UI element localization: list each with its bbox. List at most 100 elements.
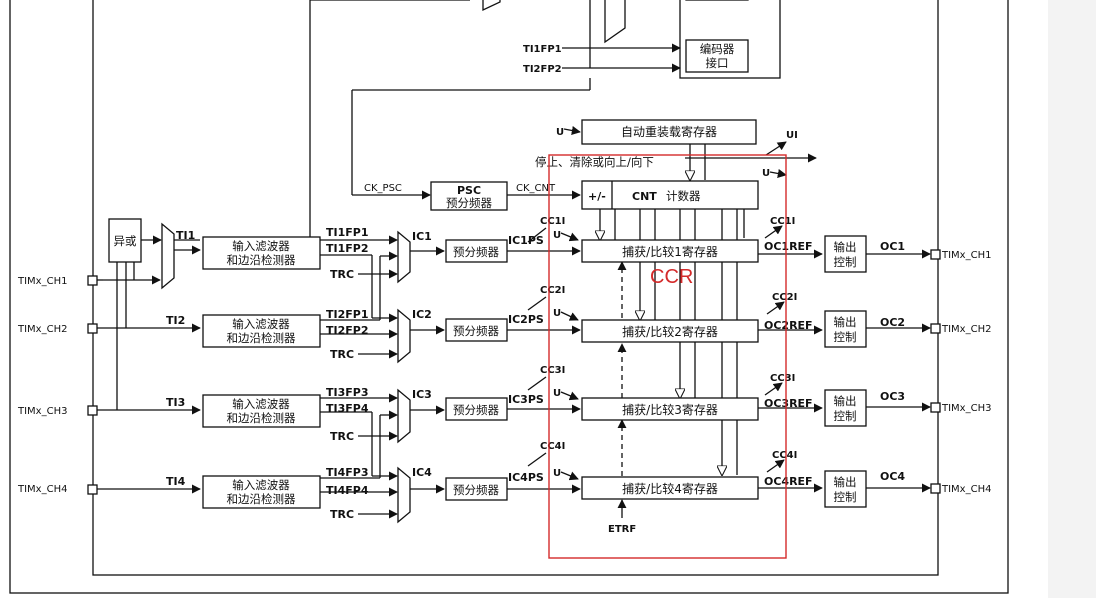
out-label-1a: 输出 bbox=[834, 240, 857, 254]
filter-box-2 bbox=[202, 314, 321, 348]
out-pin-ch1 bbox=[930, 249, 941, 260]
auto-reload-u: U bbox=[556, 127, 564, 138]
output-control-3 bbox=[824, 389, 867, 427]
ic-mux-2 bbox=[397, 308, 411, 364]
channel-row-1: TIMx_CH1 输入滤波器 和边沿检测器 TI1FP1 TI1FP2 TRC … bbox=[17, 216, 991, 323]
cnt-sub-label: 计数器 bbox=[666, 189, 701, 203]
out-pin-ch3-label: TIMx_CH3 bbox=[941, 403, 991, 414]
ccr-register-2[interactable] bbox=[581, 319, 759, 343]
ti2-label: TI2 bbox=[166, 314, 185, 327]
trc-4: TRC bbox=[330, 508, 354, 521]
ccr-label-3: 捕获/比较3寄存器 bbox=[622, 402, 718, 417]
u-ccr-3: U bbox=[553, 388, 561, 399]
cc-out-4: CC4I bbox=[772, 450, 797, 461]
ui-label: UI bbox=[786, 130, 798, 141]
pin-ch1 bbox=[87, 275, 98, 286]
timer-block-diagram: 编码器 接口 TI1FP1 TI2FP2 自动重装载寄存器 U UI 停止、清除… bbox=[9, 0, 1009, 594]
filter-label-3a: 输入滤波器 bbox=[232, 397, 290, 411]
pin-ch4 bbox=[87, 484, 98, 495]
out-pin-ch1-label: TIMx_CH1 bbox=[941, 250, 991, 261]
cnt-label: CNT bbox=[632, 190, 657, 203]
ccr-register-1[interactable] bbox=[581, 239, 759, 263]
trc-3: TRC bbox=[330, 430, 354, 443]
ccr-label-2: 捕获/比较2寄存器 bbox=[622, 324, 718, 339]
pin-ch1-label: TIMx_CH1 bbox=[17, 276, 67, 287]
ic-3: IC3 bbox=[412, 388, 432, 401]
ic-2: IC2 bbox=[412, 308, 432, 321]
encoder-label-1: 编码器 bbox=[700, 42, 735, 56]
u-ccr-2: U bbox=[553, 308, 561, 319]
filter-label-2a: 输入滤波器 bbox=[232, 317, 290, 331]
icps-4: IC4PS bbox=[508, 471, 544, 484]
xor-box bbox=[108, 218, 142, 263]
fp-2a: TI2FP1 bbox=[326, 308, 368, 321]
out-pin-ch3 bbox=[930, 402, 941, 413]
fp-4a: TI4FP3 bbox=[326, 466, 368, 479]
out-label-4a: 输出 bbox=[834, 475, 857, 489]
fp-1b: TI1FP2 bbox=[326, 242, 368, 255]
ic-mux-1 bbox=[397, 230, 411, 284]
ccr-label-4: 捕获/比较4寄存器 bbox=[622, 481, 718, 496]
xor-label: 异或 bbox=[114, 234, 137, 248]
ti1-label: TI1 bbox=[176, 229, 195, 242]
psc-sub-label: 预分频器 bbox=[446, 196, 492, 210]
fp-1a: TI1FP1 bbox=[326, 226, 368, 239]
u-ccr-1: U bbox=[553, 230, 561, 241]
oc-2: OC2 bbox=[880, 316, 905, 329]
top-mux-fragment bbox=[482, 0, 501, 12]
ccr-label-1: 捕获/比较1寄存器 bbox=[622, 244, 718, 259]
ocref-4: OC4REF bbox=[764, 475, 813, 488]
out-pin-ch4 bbox=[930, 483, 941, 494]
ocref-1: OC1REF bbox=[764, 240, 813, 253]
oc-4: OC4 bbox=[880, 470, 905, 483]
pin-ch2-label: TIMx_CH2 bbox=[17, 324, 67, 335]
prescaler-label-4: 预分频器 bbox=[453, 483, 499, 497]
ocref-3: OC3REF bbox=[764, 397, 813, 410]
cc-out-1: CC1I bbox=[770, 216, 795, 227]
cci-in-2: CC2I bbox=[540, 285, 565, 296]
icps-3: IC3PS bbox=[508, 393, 544, 406]
out-label-4b: 控制 bbox=[834, 490, 857, 504]
ic-mux-3 bbox=[397, 388, 411, 444]
out-label-2b: 控制 bbox=[834, 330, 857, 344]
cnt-pm-label: +/- bbox=[588, 190, 606, 203]
output-control-1 bbox=[824, 235, 867, 273]
encoder-label-2: 接口 bbox=[706, 56, 729, 70]
ic-1: IC1 bbox=[412, 230, 432, 243]
out-label-3a: 输出 bbox=[834, 394, 857, 408]
cc-out-3: CC3I bbox=[770, 373, 795, 384]
output-control-4 bbox=[824, 470, 867, 508]
psc-prescaler-box bbox=[430, 181, 508, 211]
psc-label: PSC bbox=[457, 184, 481, 197]
pin-ch3 bbox=[87, 405, 98, 416]
fp-3b: TI3FP4 bbox=[326, 402, 369, 415]
cci-in-3: CC3I bbox=[540, 365, 565, 376]
filter-label-1b: 和边沿检测器 bbox=[227, 253, 296, 267]
fp-4b: TI4FP4 bbox=[326, 484, 369, 497]
fp-3a: TI3FP3 bbox=[326, 386, 368, 399]
prescaler-label-2: 预分频器 bbox=[453, 324, 499, 338]
filter-box-4 bbox=[202, 475, 321, 509]
channel-row-4: TIMx_CH4 TI4 输入滤波器 和边沿检测器 TI4FP3 TI4FP4 … bbox=[17, 410, 991, 524]
u-event-label: U bbox=[762, 168, 770, 179]
ccr-highlight-box bbox=[548, 154, 787, 559]
out-pin-ch2-label: TIMx_CH2 bbox=[941, 324, 991, 335]
filter-label-3b: 和边沿检测器 bbox=[227, 411, 296, 425]
ccr-annotation: CCR bbox=[650, 266, 693, 288]
ocref-2: OC2REF bbox=[764, 319, 813, 332]
stop-clear-label: 停止、清除或向上/向下 bbox=[535, 155, 654, 169]
fp-2b: TI2FP2 bbox=[326, 324, 368, 337]
ccr-register-3[interactable] bbox=[581, 397, 759, 421]
filter-label-2b: 和边沿检测器 bbox=[227, 331, 296, 345]
pin-ch3-label: TIMx_CH3 bbox=[17, 406, 67, 417]
filter-box-1 bbox=[202, 236, 321, 270]
cc-out-2: CC2I bbox=[772, 292, 797, 303]
encoder-interface-box bbox=[685, 39, 749, 73]
filter-label-4b: 和边沿检测器 bbox=[227, 492, 296, 506]
trc-1: TRC bbox=[330, 268, 354, 281]
right-scroll-gutter bbox=[1048, 0, 1096, 598]
auto-reload-label: 自动重装载寄存器 bbox=[621, 124, 717, 139]
filter-label-1a: 输入滤波器 bbox=[232, 239, 290, 253]
ic-4: IC4 bbox=[412, 466, 432, 479]
icps-1: IC1PS bbox=[508, 234, 544, 247]
